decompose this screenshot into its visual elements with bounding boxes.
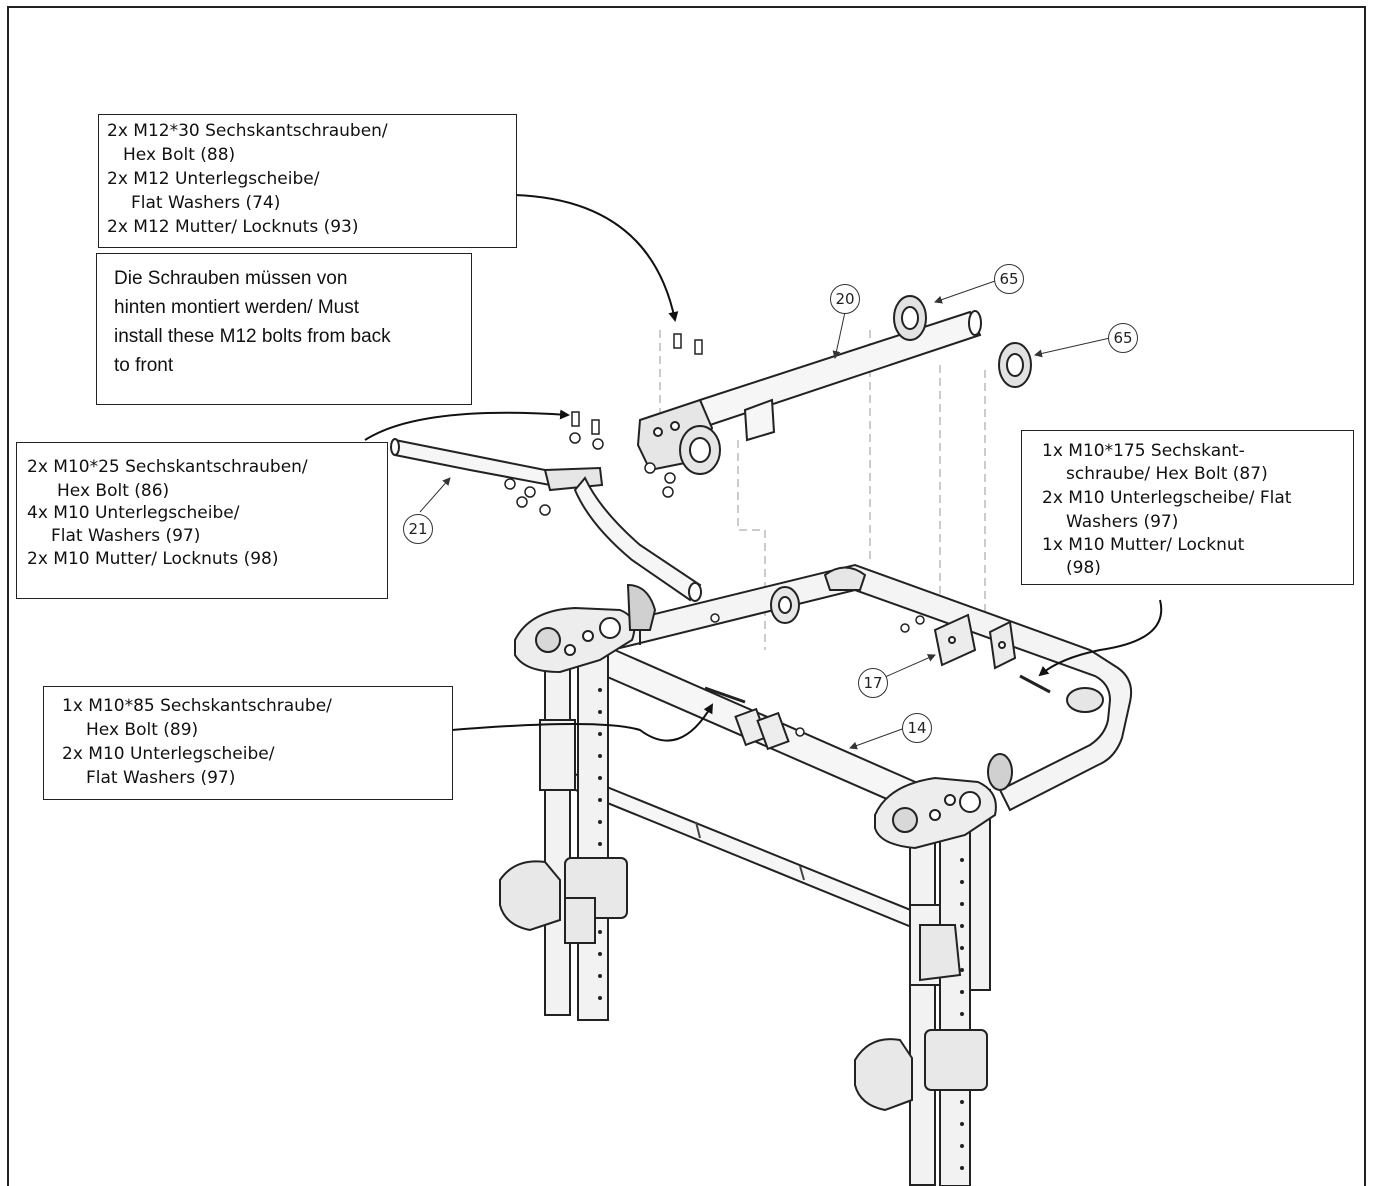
callout-line: Flat Washers (97) (51, 526, 201, 546)
callout-line: 1x M10*175 Sechskant- (1042, 441, 1245, 461)
page-border (7, 6, 1366, 1186)
callout-line: 2x M10 Mutter/ Locknuts (98) (27, 549, 279, 569)
callout-m12-fasteners: 2x M12*30 Sechskantschrauben/ Hex Bolt (… (98, 114, 517, 248)
part-callout-17: 17 (858, 668, 888, 698)
callout-line: Hex Bolt (88) (123, 145, 236, 165)
left-uprights (544, 639, 609, 1021)
pulleys-65 (893, 295, 1032, 388)
lower-carriages (499, 719, 988, 1112)
callout-line: (98) (1066, 558, 1101, 578)
mounting-note: Die Schrauben müssen von hinten montiert… (96, 253, 472, 405)
right-uprights (909, 789, 991, 1186)
note-line: hinten montiert werden/ Must (114, 297, 360, 318)
part-callout-20: 20 (830, 284, 860, 314)
callout-m10-175-fasteners: 1x M10*175 Sechskant- schraube/ Hex Bolt… (1021, 430, 1354, 585)
callout-m10-25-fasteners: 2x M10*25 Sechskantschrauben/ Hex Bolt (… (16, 442, 388, 599)
note-line: Die Schrauben müssen von (114, 268, 348, 289)
callout-line: 2x M10 Unterlegscheibe/ Flat (1042, 488, 1292, 508)
fasteners (504, 333, 925, 737)
callout-line: Washers (97) (1066, 512, 1179, 532)
callout-line: schraube/ Hex Bolt (87) (1066, 464, 1268, 484)
frame-pulleys (770, 566, 1104, 713)
part-callout-65: 65 (994, 264, 1024, 294)
callout-line: 1x M10*85 Sechskantschraube/ (62, 696, 332, 716)
part-callout-21: 21 (403, 514, 433, 544)
right-pulley-plates (874, 753, 1013, 850)
callout-line: 2x M12*30 Sechskantschrauben/ (107, 121, 388, 141)
callout-line: 2x M12 Unterlegscheibe/ (107, 169, 320, 189)
rail-mount-bracket (636, 398, 721, 475)
callout-line: 4x M10 Unterlegscheibe/ (27, 503, 240, 523)
callout-line: 2x M10*25 Sechskantschrauben/ (27, 457, 308, 477)
center-clamp (704, 686, 790, 751)
part-callout-65: 65 (1108, 323, 1138, 353)
leader-arrows (364, 194, 1163, 742)
note-line: install these M12 bolts from back (114, 326, 391, 347)
left-pulley-plates (514, 583, 657, 674)
callout-line: Hex Bolt (89) (86, 720, 199, 740)
frame-bracket (933, 613, 1051, 694)
callout-line: 1x M10 Mutter/ Locknut (1042, 535, 1245, 555)
callout-line: Flat Washers (97) (86, 768, 236, 788)
callout-line: Flat Washers (74) (131, 193, 281, 213)
part-callout-14: 14 (902, 713, 932, 743)
handle-bar-21 (390, 438, 702, 602)
callout-line: 2x M12 Mutter/ Locknuts (93) (107, 217, 359, 237)
note-line: to front (114, 355, 174, 376)
callout-line: Hex Bolt (86) (57, 481, 170, 501)
callout-m10-85-fasteners: 1x M10*85 Sechskantschraube/ Hex Bolt (8… (43, 686, 453, 800)
callout-leaders (419, 280, 1111, 750)
callout-line: 2x M10 Unterlegscheibe/ (62, 744, 275, 764)
